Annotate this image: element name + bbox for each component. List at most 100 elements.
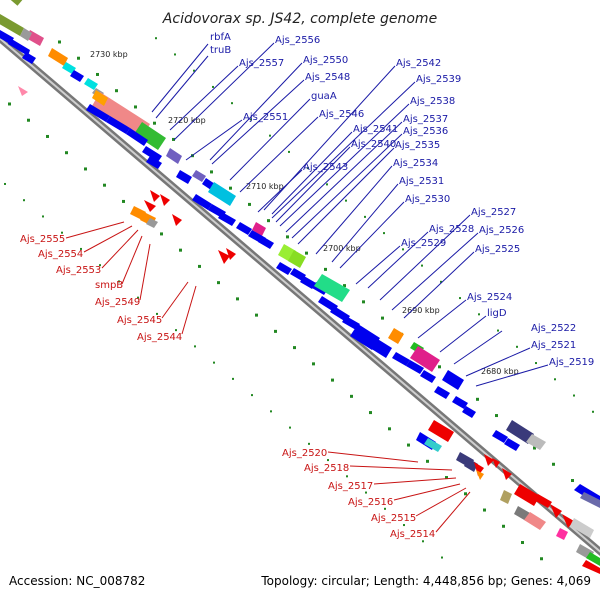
gene-label: Ajs_2539	[416, 74, 461, 85]
scale-tick	[365, 491, 367, 494]
scale-tick	[346, 475, 348, 478]
scale-tick	[552, 462, 555, 466]
scale-tick	[407, 443, 410, 447]
scale-tick	[592, 410, 594, 413]
scale-tick	[571, 479, 574, 483]
scale-tick	[251, 394, 253, 397]
scale-tick	[350, 394, 353, 398]
scale-tick	[42, 215, 44, 218]
scale-tick	[440, 280, 442, 283]
scale-tick	[270, 410, 272, 413]
scale-tick	[331, 378, 334, 382]
scale-tick	[422, 540, 424, 543]
gene-label: Ajs_2530	[405, 194, 450, 205]
scale-tick	[213, 361, 215, 364]
gene-label: Ajs_2527	[471, 207, 516, 218]
scale-tick	[312, 362, 315, 366]
kbp-label: 2720 kbp	[168, 116, 206, 125]
scale-tick	[535, 362, 537, 365]
scale-tick	[231, 102, 233, 105]
scale-tick	[516, 345, 518, 348]
scale-tick	[174, 53, 176, 56]
scale-tick	[464, 492, 467, 496]
scale-tick	[326, 183, 328, 186]
scale-tick	[103, 183, 106, 187]
scale-tick	[502, 524, 505, 528]
scale-tick	[179, 248, 182, 252]
scale-tick	[217, 281, 220, 285]
scale-tick	[65, 151, 68, 155]
scale-tick	[156, 312, 158, 315]
gene-label: Ajs_2529	[401, 238, 446, 249]
genome-summary-text: Topology: circular; Length: 4,448,856 bp…	[260, 574, 591, 588]
scale-tick	[23, 199, 25, 202]
scale-tick	[497, 329, 499, 332]
gene-label: truB	[210, 45, 231, 56]
scale-tick	[289, 426, 291, 429]
scale-tick	[384, 507, 386, 510]
gene-label: Ajs_2534	[393, 158, 438, 169]
gene-label: Ajs_2528	[429, 224, 474, 235]
scale-tick	[521, 541, 524, 545]
scale-tick	[459, 297, 461, 300]
forward-strand-features	[0, 0, 600, 508]
gene-label: Ajs_2553	[56, 265, 101, 276]
scale-tick	[255, 313, 258, 317]
gene-label: Ajs_2519	[549, 357, 594, 368]
scale-tick	[381, 316, 384, 320]
scale-tick	[308, 442, 310, 445]
scale-tick	[115, 89, 118, 93]
scale-tick	[269, 134, 271, 137]
scale-tick	[8, 102, 11, 106]
scale-tick	[305, 251, 308, 255]
scale-tick	[402, 248, 404, 251]
gene-label: Ajs_2556	[275, 35, 320, 46]
gene-label: Ajs_2520	[282, 448, 327, 459]
gene-label: Ajs_2521	[531, 340, 576, 351]
gene-label: Ajs_2538	[410, 96, 455, 107]
scale-tick	[324, 267, 327, 271]
kbp-label: 2700 kbp	[323, 244, 361, 253]
forward-gene-labels: rbfA truB Ajs_2556 Ajs_2557 Ajs_2550 Ajs…	[151, 32, 594, 387]
scale-tick	[441, 556, 443, 559]
gene-label: Ajs_2531	[399, 176, 444, 187]
scale-tick	[248, 202, 251, 206]
scale-tick	[84, 167, 87, 171]
scale-tick	[307, 167, 309, 170]
gene-label: Ajs_2516	[348, 497, 393, 508]
scale-tick	[421, 264, 423, 267]
scale-tick	[194, 345, 196, 348]
scale-tick	[210, 170, 213, 174]
scale-tick	[438, 365, 441, 369]
scale-tick	[388, 427, 391, 431]
kbp-scale-labels: 2730 kbp 2720 kbp 2710 kbp 2700 kbp 2690…	[90, 50, 519, 376]
scale-tick	[343, 284, 346, 288]
scale-tick	[198, 264, 201, 268]
gene-label: Ajs_2514	[390, 529, 435, 540]
gene-label: Ajs_2546	[319, 109, 364, 120]
scale-tick	[212, 85, 214, 88]
scale-tick	[232, 377, 234, 380]
scale-tick	[345, 199, 347, 202]
scale-tick	[573, 394, 575, 397]
scale-tick	[61, 231, 63, 234]
scale-tick	[122, 199, 125, 203]
gene-label: Ajs_2526	[479, 225, 524, 236]
scale-tick	[58, 40, 61, 44]
reverse-gene-labels: Ajs_2555 Ajs_2554 Ajs_2553 smpB Ajs_2549…	[20, 221, 471, 540]
scale-tick	[118, 280, 120, 283]
scale-tick	[403, 524, 405, 527]
scale-tick	[426, 459, 429, 463]
gene-label: Ajs_2551	[243, 112, 288, 123]
gene-label: Ajs_2544	[137, 332, 182, 343]
gene-label: Ajs_2517	[328, 481, 373, 492]
gene-label: Ajs_2536	[403, 126, 448, 137]
scale-tick	[540, 557, 543, 561]
scale-tick	[137, 296, 139, 299]
scale-tick	[229, 186, 232, 190]
gene-label: rbfA	[210, 32, 231, 43]
scale-tick	[445, 476, 448, 480]
scale-tick	[160, 232, 163, 236]
gene-label: Ajs_2515	[371, 513, 416, 524]
scale-tick	[250, 118, 252, 121]
